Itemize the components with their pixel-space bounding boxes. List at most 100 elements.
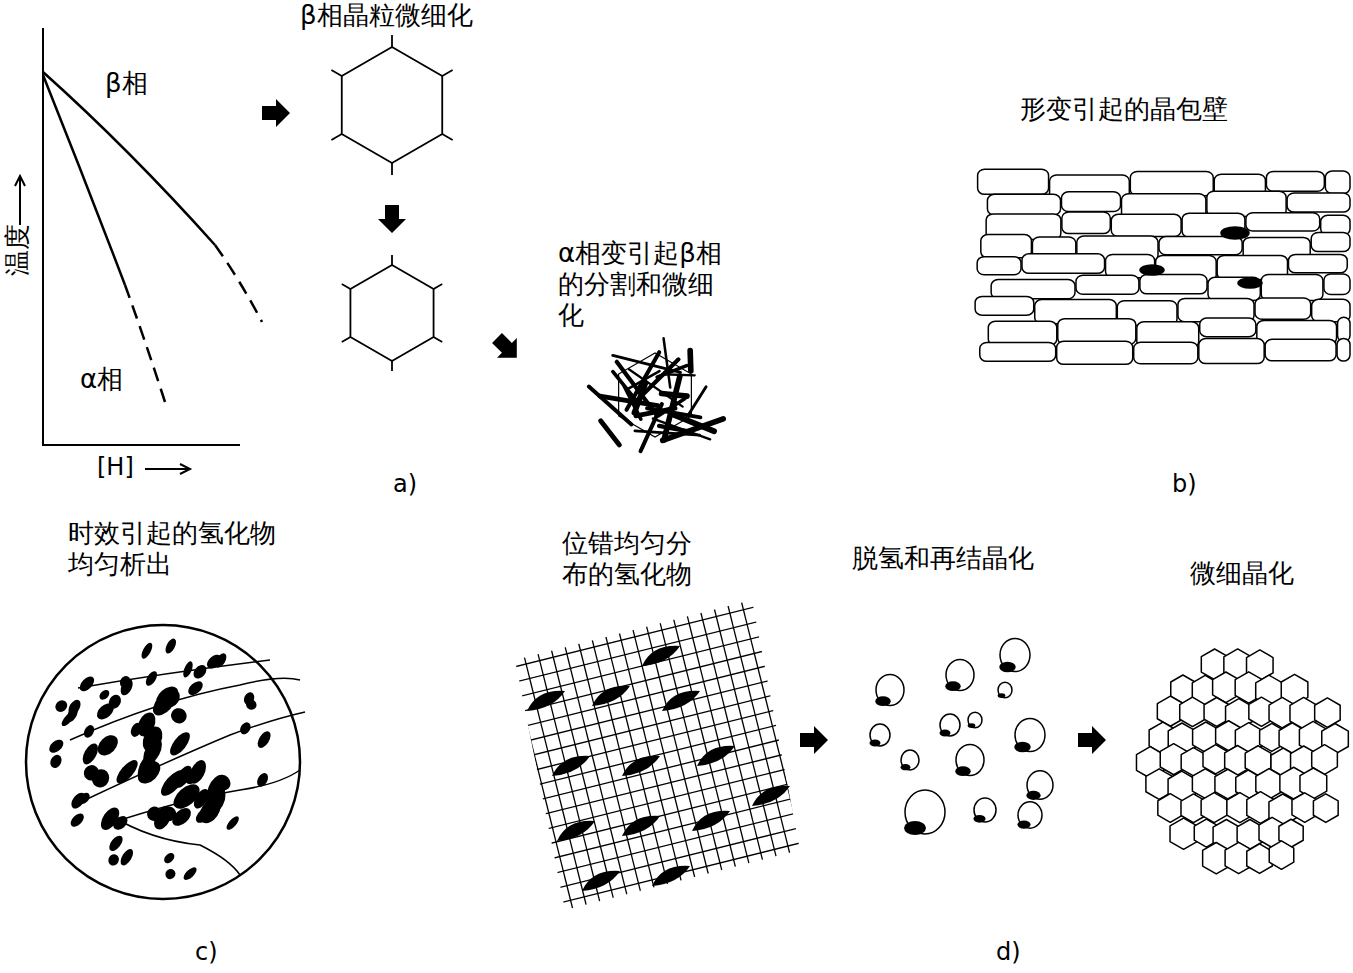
stroke [157,767,188,800]
process-arrow [378,205,406,233]
stroke [1261,274,1323,300]
stroke [1266,171,1324,191]
stroke [169,805,194,830]
stroke [552,756,590,776]
stroke [472,585,782,662]
stroke [391,361,393,371]
stroke [980,342,1056,361]
panel-tag: d) [996,938,1021,967]
stroke [1140,265,1164,275]
stroke [118,674,132,689]
panel-heading: 形变引起的晶包壁 [1020,94,1228,125]
stroke [981,235,1032,258]
stroke [255,729,273,750]
stroke [163,637,178,655]
stroke [69,790,88,811]
stroke [1337,338,1350,361]
stroke [978,169,1049,194]
stroke [1288,254,1347,272]
stroke [442,70,452,76]
stroke [1000,639,1030,672]
beta-grain [331,35,691,437]
stroke [505,716,815,793]
stroke [541,861,851,938]
stroke [665,583,745,903]
stroke [212,771,234,793]
process-arrow [262,99,290,127]
stroke [940,730,951,737]
phase-chart [15,28,262,474]
stroke [664,338,671,387]
stroke [1315,698,1340,727]
stroke [1017,820,1030,828]
stroke [657,366,687,377]
stroke [1201,793,1227,823]
stroke [68,811,86,829]
stroke [391,35,393,47]
stroke [719,569,799,889]
alpha-needles [589,338,723,451]
stroke [497,686,807,763]
axis-label: [H] [97,453,134,482]
recrystallizing-grains [870,639,1054,836]
stroke [752,786,790,806]
stroke [1269,841,1294,869]
stroke [342,47,442,163]
stroke [244,697,259,712]
stroke [652,866,690,886]
stroke [1015,719,1045,752]
stroke [651,586,731,906]
panel-tag: a) [393,470,417,499]
stroke [168,705,189,726]
aged-hydrides [26,625,305,899]
stroke [483,628,793,705]
stroke [1140,274,1207,293]
stroke [1255,298,1311,319]
stroke [1130,172,1213,196]
stroke [434,337,443,342]
stroke [331,70,341,76]
stroke [601,421,620,445]
stroke [557,821,595,841]
stroke [582,871,620,891]
stroke [476,599,786,676]
stroke [530,817,840,894]
stroke [977,257,1021,275]
stroke [1287,193,1350,212]
stroke [692,811,730,831]
stroke [113,757,141,787]
stroke [163,867,177,881]
stroke [1022,254,1105,274]
deformed-cells [975,169,1350,364]
stroke [82,723,96,739]
stroke [600,396,658,406]
stroke [1180,697,1206,726]
panel-heading: β相晶粒微细化 [300,0,473,31]
stroke [642,646,680,666]
stroke [186,679,206,698]
stroke [107,833,126,853]
stroke [488,627,568,947]
stroke [760,559,840,879]
stroke [1313,794,1338,823]
stroke [622,756,660,776]
stroke [204,652,224,671]
stroke [152,682,182,711]
stroke [139,641,154,660]
stroke [635,431,700,435]
stroke [999,662,1016,673]
stroke [1057,341,1133,364]
phase-label: α相 [80,364,123,395]
stroke [191,662,209,681]
stroke [224,814,241,831]
stroke [998,682,1012,697]
stroke [134,752,159,785]
stroke [1199,339,1264,364]
phase-label: β相 [105,68,148,99]
stroke [1027,771,1053,800]
stroke [487,643,797,720]
stroke [870,740,881,747]
stroke [975,296,1034,315]
stroke [589,387,632,425]
stroke [662,691,700,711]
